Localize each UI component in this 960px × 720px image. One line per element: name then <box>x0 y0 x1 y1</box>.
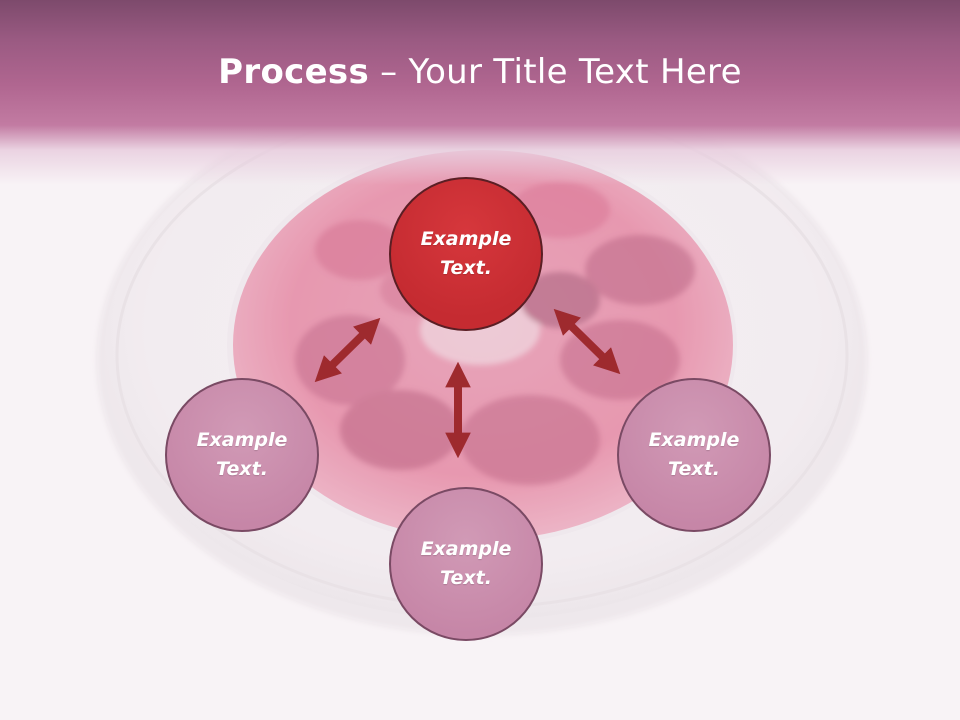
node-left[interactable]: Example Text. <box>165 378 319 532</box>
title-rest: Your Title Text Here <box>408 52 742 92</box>
node-bottom-label: Example Text. <box>420 538 512 589</box>
title-separator: – <box>369 52 409 92</box>
node-right-label: Example Text. <box>648 429 740 480</box>
title-bold: Process <box>218 52 370 92</box>
node-left-label: Example Text. <box>196 429 288 480</box>
slide-title: Process – Your Title Text Here <box>0 52 960 92</box>
title-bar <box>0 0 960 185</box>
node-bottom[interactable]: Example Text. <box>389 487 543 641</box>
node-center[interactable]: Example Text. <box>389 177 543 331</box>
node-center-label: Example Text. <box>420 228 512 279</box>
node-right[interactable]: Example Text. <box>617 378 771 532</box>
